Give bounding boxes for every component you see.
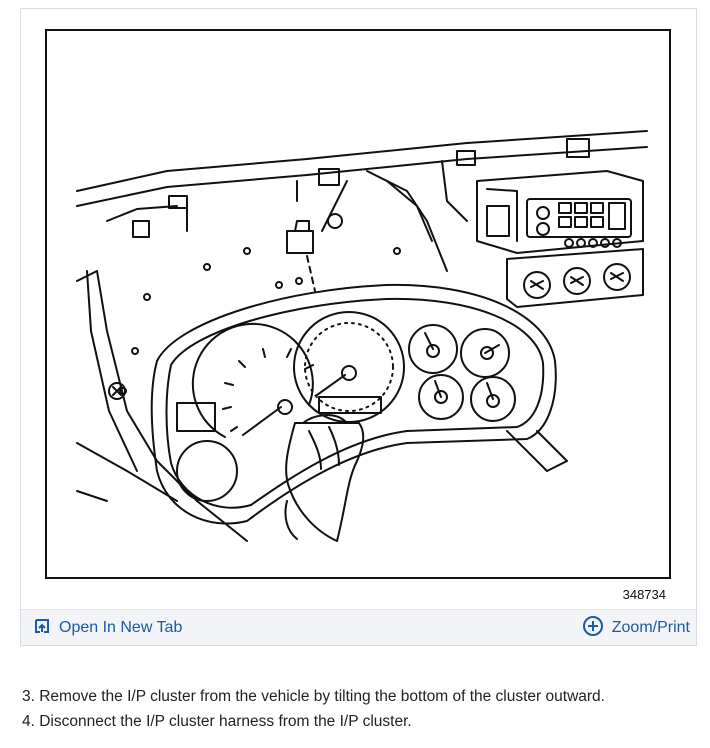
instruction-steps: 3. Remove the I/P cluster from the vehic… xyxy=(22,684,605,734)
step-3: 3. Remove the I/P cluster from the vehic… xyxy=(22,688,605,705)
step-4: 4. Disconnect the I/P cluster harness fr… xyxy=(22,713,412,730)
zoom-plus-circle-icon xyxy=(582,615,604,642)
open-in-new-tab-button[interactable]: Open In New Tab xyxy=(33,610,182,646)
instrument-cluster-illustration[interactable] xyxy=(45,29,671,579)
zoom-print-label: Zoom/Print xyxy=(611,619,690,636)
figure-toolbar: Open In New Tab Zoom/Print xyxy=(21,609,696,645)
figure-card: 348734 Open In New Tab Zoom/Print xyxy=(20,8,697,646)
zoom-print-button[interactable]: Zoom/Print xyxy=(582,610,690,646)
figure-number: 348734 xyxy=(622,587,666,602)
open-in-new-tab-label: Open In New Tab xyxy=(59,619,183,636)
open-in-new-tab-icon xyxy=(33,617,51,640)
